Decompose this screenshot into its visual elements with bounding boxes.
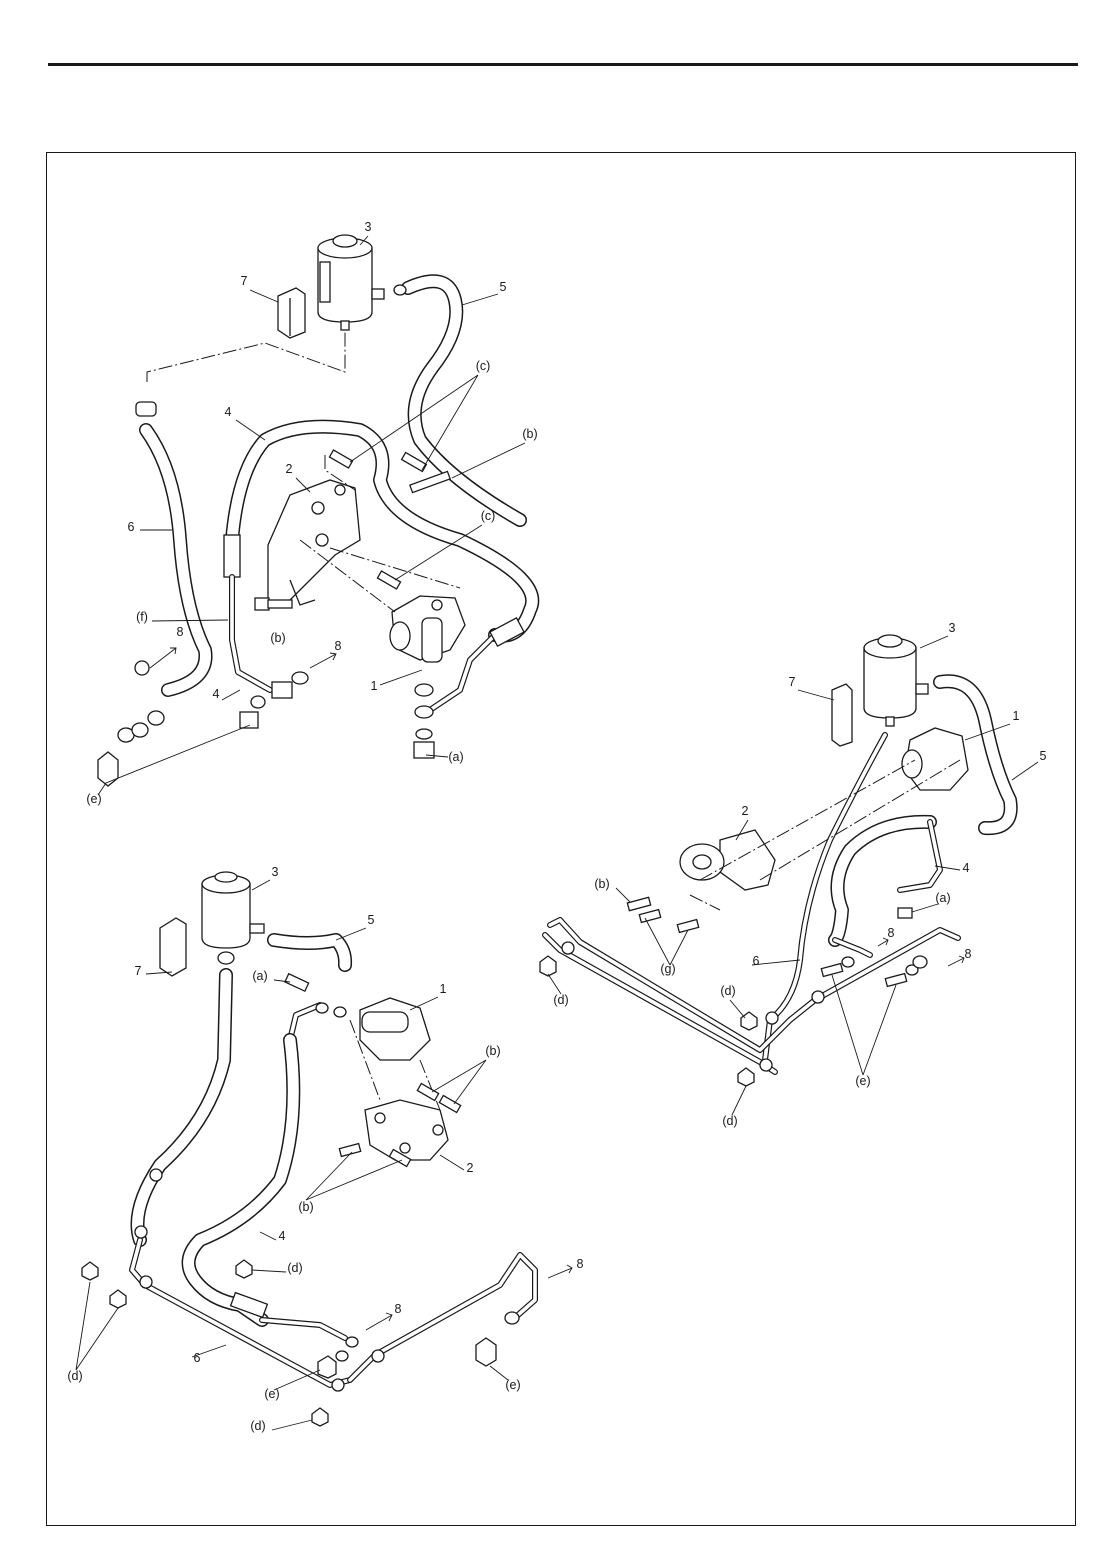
callout-upper-left-cf: (f)	[136, 610, 148, 624]
callout-upper-left-c7: 7	[241, 274, 248, 288]
callout-upper-left-cc1: (c)	[476, 359, 491, 373]
bracket-part-7-right	[832, 684, 852, 746]
callout-lower-left-cb1: (b)	[485, 1044, 500, 1058]
reservoir-part-3-right	[864, 635, 928, 726]
callout-lower-left-c2: 2	[467, 1161, 474, 1175]
callout-upper-left-c8a: 8	[177, 625, 184, 639]
callout-upper-left-ca: (a)	[448, 750, 463, 764]
callout-right-cd2: (d)	[720, 984, 735, 998]
view-upper-left	[98, 235, 532, 795]
callout-right-cd3: (d)	[722, 1114, 737, 1128]
callout-upper-left-c1: 1	[371, 679, 378, 693]
suction-hose-part-6-right	[765, 735, 885, 1060]
callout-lower-left-c3: 3	[272, 865, 279, 879]
suction-hose-part-6	[136, 402, 206, 690]
return-hose-part-5-lower	[274, 940, 345, 965]
callout-right-ca: (a)	[935, 891, 950, 905]
callout-right-cg: (g)	[660, 962, 675, 976]
callout-lower-left-c8b: 8	[395, 1302, 402, 1316]
callout-lower-left-c8a: 8	[577, 1257, 584, 1271]
callout-right-cb: (b)	[594, 877, 609, 891]
callout-upper-left-c4b: 4	[213, 687, 220, 701]
reservoir-part-3-lower	[202, 872, 264, 964]
pressure-hose-part-4-lower	[189, 1005, 345, 1338]
callout-upper-left-c2: 2	[286, 462, 293, 476]
bolts-right	[540, 760, 960, 1086]
callout-right-c1: 1	[1013, 709, 1020, 723]
fittings-upper-left	[98, 661, 434, 786]
callout-right-c2: 2	[742, 804, 749, 818]
callout-lower-left-cd3: (d)	[250, 1419, 265, 1433]
callout-lower-left-cb2: (b)	[298, 1200, 313, 1214]
return-pipe-lower	[350, 1255, 535, 1380]
callout-right-c4: 4	[963, 861, 970, 875]
callout-lower-left-c5: 5	[368, 913, 375, 927]
callout-upper-left-c3: 3	[365, 220, 372, 234]
pump-part-1-lower	[360, 998, 430, 1060]
callout-upper-left-cb2: (b)	[270, 631, 285, 645]
bracket-part-7-lower	[160, 918, 186, 976]
callout-upper-left-c6: 6	[128, 520, 135, 534]
view-right	[540, 635, 1038, 1115]
callout-lower-left-ce2: (e)	[505, 1378, 520, 1392]
callout-right-c7: 7	[789, 675, 796, 689]
suction-hose-part-6-lower	[132, 975, 350, 1391]
pump-bracket-part-2-right	[680, 830, 775, 890]
callout-right-cd1: (d)	[553, 993, 568, 1007]
pump-part-1-right	[902, 728, 968, 790]
callout-upper-left-ce: (e)	[86, 792, 101, 806]
callout-upper-left-c8b: 8	[335, 639, 342, 653]
callout-lower-left-c4: 4	[279, 1229, 286, 1243]
callout-lower-left-ce1: (e)	[264, 1387, 279, 1401]
view-lower-left	[76, 872, 572, 1430]
callout-right-c5: 5	[1040, 749, 1047, 763]
callout-right-c6: 6	[753, 954, 760, 968]
callout-upper-left-cb1: (b)	[522, 427, 537, 441]
callout-upper-left-c4: 4	[225, 405, 232, 419]
reservoir-part-3	[318, 235, 384, 330]
callout-upper-left-c5: 5	[500, 280, 507, 294]
pump-bracket-part-2	[268, 480, 360, 605]
callout-lower-left-cd1: (d)	[287, 1261, 302, 1275]
callout-upper-left-cc2: (c)	[481, 509, 496, 523]
callout-lower-left-cd2: (d)	[67, 1369, 82, 1383]
callout-lower-left-c6: 6	[194, 1351, 201, 1365]
long-pipe-right	[545, 920, 958, 1072]
callout-right-c8a: 8	[888, 926, 895, 940]
pump-part-1	[390, 596, 465, 662]
callout-right-c3: 3	[949, 621, 956, 635]
callout-right-c8b: 8	[965, 947, 972, 961]
callout-lower-left-c7: 7	[135, 964, 142, 978]
callout-lower-left-ca: (a)	[252, 969, 267, 983]
bracket-part-7	[278, 288, 305, 338]
callout-lower-left-c1: 1	[440, 982, 447, 996]
callout-right-ce: (e)	[855, 1074, 870, 1088]
